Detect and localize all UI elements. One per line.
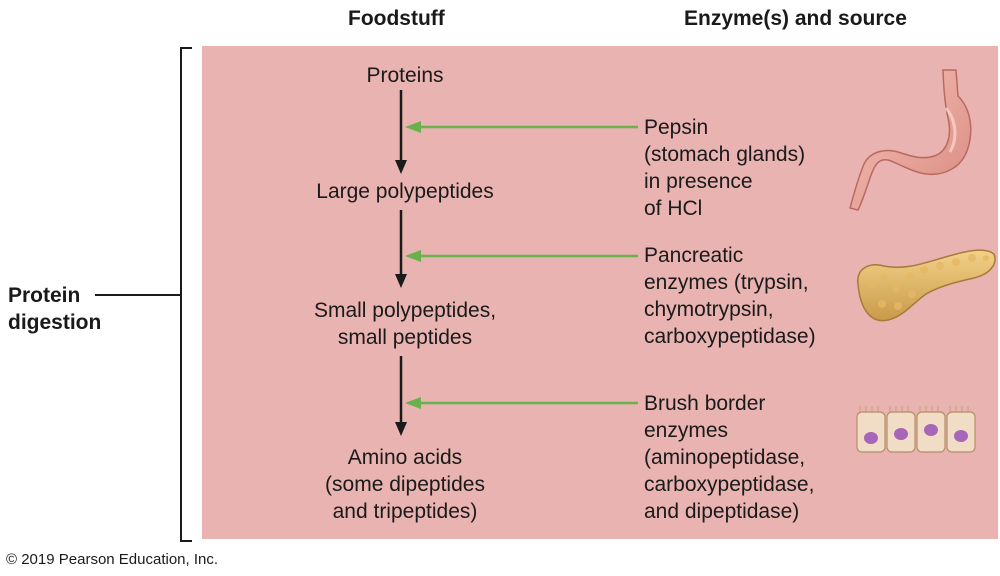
foodstuff-amino-acids: Amino acids (some dipeptides and tripept… (325, 446, 485, 523)
enzyme-pepsin: Pepsin (stomach glands) in presence of H… (644, 116, 806, 220)
brush-border-cells-icon (856, 406, 976, 453)
enzyme-brush-border: Brush border enzymes (aminopeptidase, ca… (644, 392, 815, 523)
flow-arrowhead-1 (395, 160, 407, 174)
protein-digestion-label: Protein digestion (8, 284, 102, 334)
copyright-text: © 2019 Pearson Education, Inc. (6, 551, 219, 568)
foodstuff-small-peptides: Small polypeptides, small peptides (313, 299, 497, 349)
bracket (180, 47, 192, 542)
enzyme-pancreatic: Pancreatic enzymes (trypsin, chymotrypsi… (644, 244, 816, 348)
foodstuff-header: Foodstuff (348, 7, 445, 30)
bracket-connector (95, 294, 180, 296)
enzymes-header: Enzyme(s) and source (684, 7, 907, 30)
stomach-icon (849, 69, 972, 211)
foodstuff-proteins: Proteins (366, 64, 444, 87)
enzyme-arrowhead-2 (405, 250, 421, 262)
enzyme-arrowhead-1 (405, 121, 421, 133)
foodstuff-large-polypeptides: Large polypeptides (316, 180, 494, 203)
flow-arrowhead-2 (395, 274, 407, 288)
pancreas-icon (857, 249, 996, 322)
flow-arrowhead-3 (395, 422, 407, 436)
enzyme-arrowhead-3 (405, 397, 421, 409)
